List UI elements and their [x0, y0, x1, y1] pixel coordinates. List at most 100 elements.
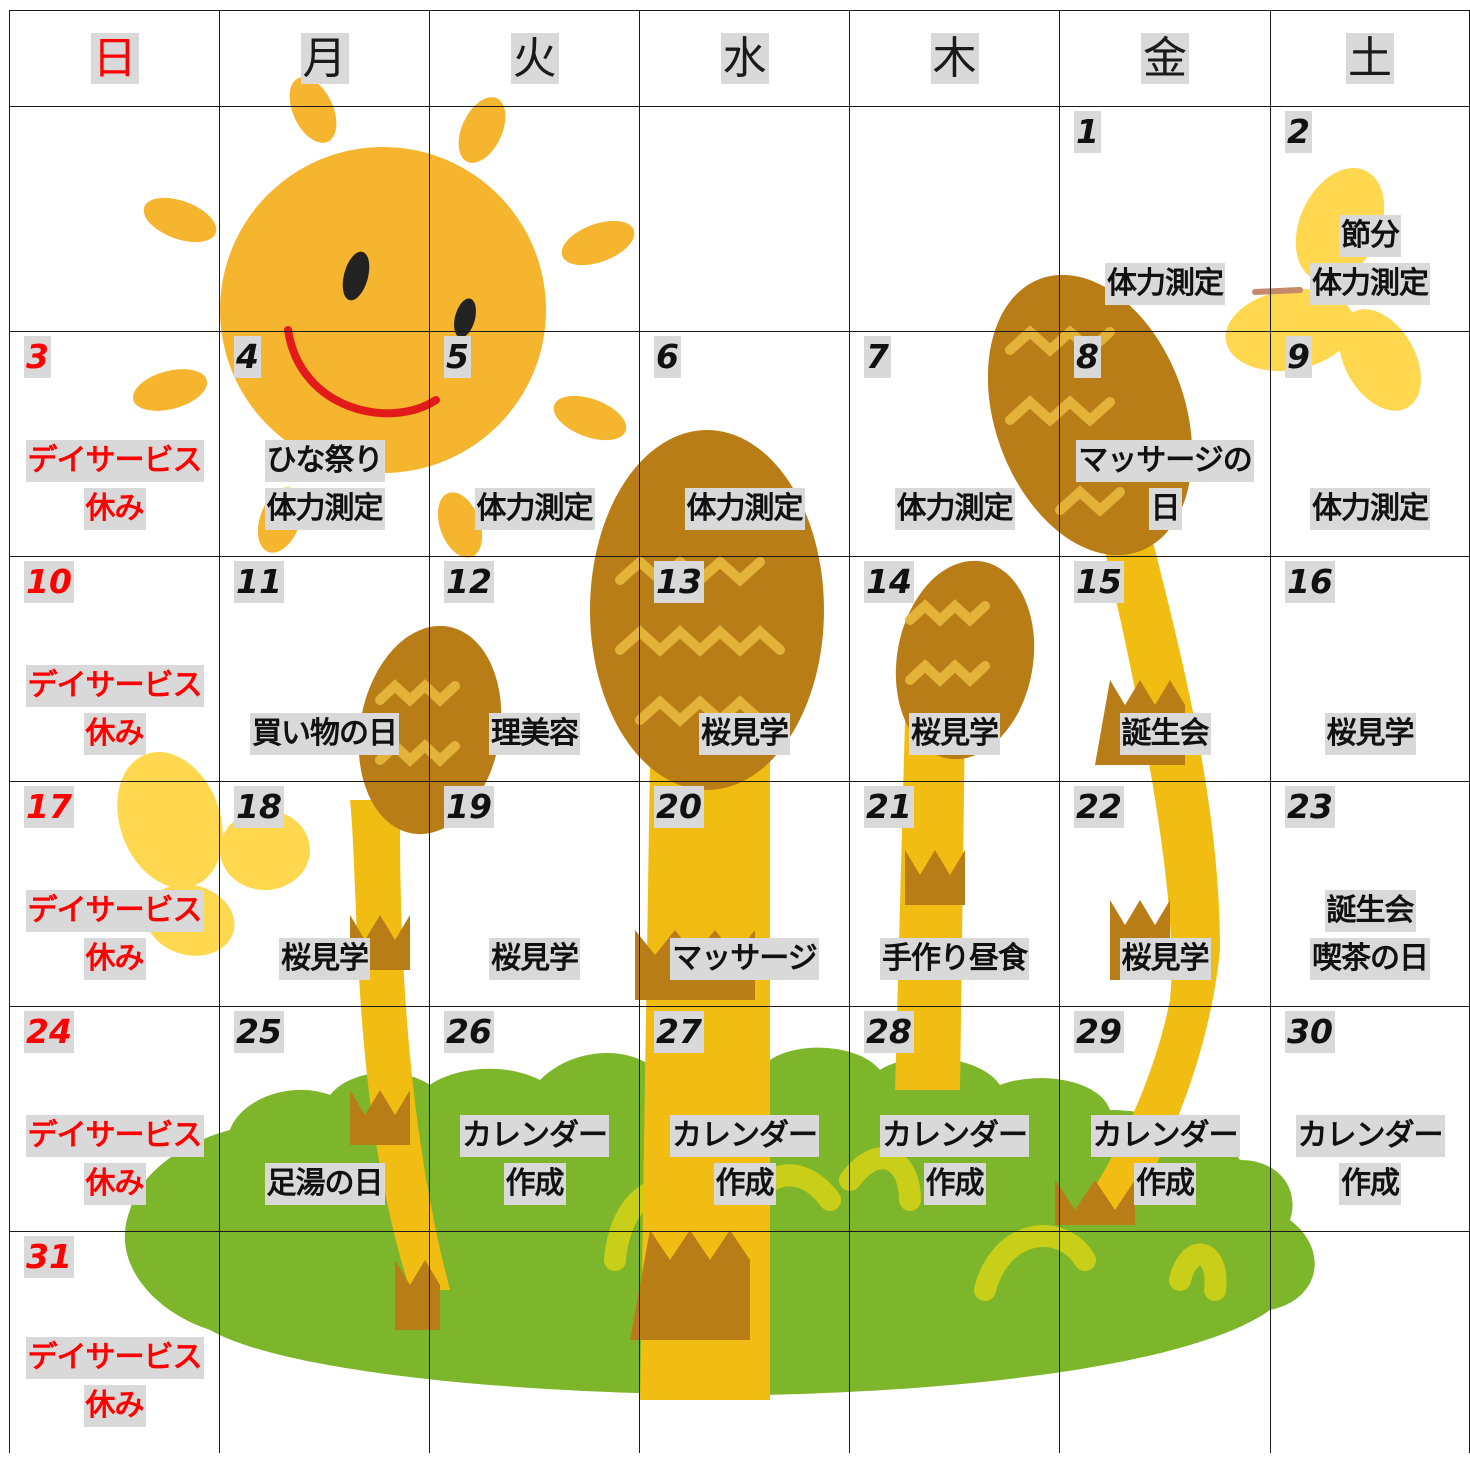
- day-number: 21: [864, 786, 914, 828]
- event-label: 作成: [1339, 1163, 1401, 1205]
- day-events: 体力測定: [430, 482, 639, 530]
- day-number: 6: [654, 336, 681, 378]
- day-number: 3: [24, 336, 51, 378]
- weekday-label: 土: [1346, 33, 1394, 84]
- day-events: 体力測定: [1271, 482, 1469, 530]
- day-number: 2: [1285, 111, 1312, 153]
- day-cell: 27 カレンダー作成: [639, 1006, 849, 1231]
- event-label: 誕生会: [1324, 890, 1416, 932]
- day-events: カレンダー作成: [850, 1109, 1059, 1205]
- day-cell: 18 桜見学: [219, 781, 429, 1006]
- day-events: 手作り昼食: [850, 932, 1059, 980]
- event-label: 休み: [83, 938, 146, 980]
- day-cell: [219, 106, 429, 331]
- day-number: 4: [234, 336, 261, 378]
- weekday-cell: 水: [639, 10, 849, 106]
- day-cell: 4 ひな祭り体力測定: [219, 331, 429, 556]
- day-cell: [9, 106, 219, 331]
- day-number: 27: [654, 1011, 704, 1053]
- event-label: 日: [1148, 488, 1182, 530]
- day-cell: [639, 106, 849, 331]
- sun: [132, 77, 635, 558]
- day-events: 節分体力測定: [1271, 209, 1469, 305]
- day-number: 18: [234, 786, 284, 828]
- event-label: 体力測定: [1105, 263, 1225, 305]
- event-label: 喫茶の日: [1310, 938, 1430, 980]
- event-label: 足湯の日: [264, 1163, 385, 1205]
- event-label: 桜見学: [1324, 713, 1416, 755]
- event-label: 休み: [83, 1163, 146, 1205]
- event-label: 休み: [83, 488, 146, 530]
- event-label: 体力測定: [684, 488, 805, 530]
- day-events: デイサービス休み: [10, 434, 219, 530]
- day-events: 買い物の日: [220, 707, 429, 755]
- day-events: マッサージの日: [1060, 434, 1270, 530]
- event-label: ひな祭り: [264, 440, 385, 482]
- day-cell: 6 体力測定: [639, 331, 849, 556]
- event-label: マッサージ: [670, 938, 819, 980]
- day-number: 16: [1285, 561, 1335, 603]
- day-cell: 29 カレンダー作成: [1059, 1006, 1270, 1231]
- day-cell: 28 カレンダー作成: [849, 1006, 1059, 1231]
- event-label: デイサービス: [25, 665, 204, 707]
- day-events: カレンダー作成: [1060, 1109, 1270, 1205]
- weekday-label: 木: [930, 33, 979, 84]
- event-label: デイサービス: [25, 1115, 204, 1157]
- day-events: 桜見学: [1271, 707, 1469, 755]
- event-label: 作成: [923, 1163, 986, 1205]
- day-cell: 24 デイサービス休み: [9, 1006, 219, 1231]
- weekday-label: 金: [1141, 33, 1189, 84]
- weekday-label: 水: [720, 33, 769, 84]
- day-cell: 3 デイサービス休み: [9, 331, 219, 556]
- weekday-cell: 土: [1270, 10, 1470, 106]
- day-events: 桜見学: [220, 932, 429, 980]
- day-cell: 2 節分体力測定: [1270, 106, 1470, 331]
- day-number: 10: [24, 561, 74, 603]
- event-label: カレンダー: [1295, 1115, 1445, 1157]
- event-label: 誕生会: [1119, 713, 1211, 755]
- day-number: 28: [864, 1011, 914, 1053]
- day-events: マッサージ: [640, 932, 849, 980]
- day-cell: [429, 1231, 639, 1453]
- day-number: 7: [864, 336, 891, 378]
- event-label: 体力測定: [1310, 263, 1430, 305]
- day-cell: 10 デイサービス休み: [9, 556, 219, 781]
- day-events: 体力測定: [850, 482, 1059, 530]
- day-events: カレンダー作成: [640, 1109, 849, 1205]
- day-events: 体力測定: [1060, 257, 1270, 305]
- event-label: 体力測定: [264, 488, 385, 530]
- event-label: デイサービス: [25, 440, 204, 482]
- day-number: 24: [24, 1011, 74, 1053]
- day-cell: 26 カレンダー作成: [429, 1006, 639, 1231]
- day-number: 9: [1285, 336, 1312, 378]
- week-row: 1 体力測定 2 節分体力測定: [9, 106, 1470, 331]
- day-number: 26: [444, 1011, 494, 1053]
- day-number: 1: [1074, 111, 1101, 153]
- day-events: 桜見学: [1060, 932, 1270, 980]
- day-events: カレンダー作成: [1271, 1109, 1469, 1205]
- day-events: デイサービス休み: [10, 1109, 219, 1205]
- day-events: デイサービス休み: [10, 659, 219, 755]
- weekday-label: 日: [90, 33, 139, 84]
- day-cell: 7 体力測定: [849, 331, 1059, 556]
- day-events: 桜見学: [640, 707, 849, 755]
- day-events: 誕生会喫茶の日: [1271, 884, 1469, 980]
- day-events: カレンダー作成: [430, 1109, 639, 1205]
- day-number: 29: [1074, 1011, 1124, 1053]
- weekday-cell: 木: [849, 10, 1059, 106]
- event-label: 節分: [1339, 215, 1401, 257]
- weekday-cell: 日: [9, 10, 219, 106]
- event-label: カレンダー: [880, 1115, 1029, 1157]
- day-events: 桜見学: [850, 707, 1059, 755]
- event-label: 体力測定: [894, 488, 1015, 530]
- day-number: 17: [24, 786, 74, 828]
- day-number: 8: [1074, 336, 1101, 378]
- event-label: 作成: [713, 1163, 776, 1205]
